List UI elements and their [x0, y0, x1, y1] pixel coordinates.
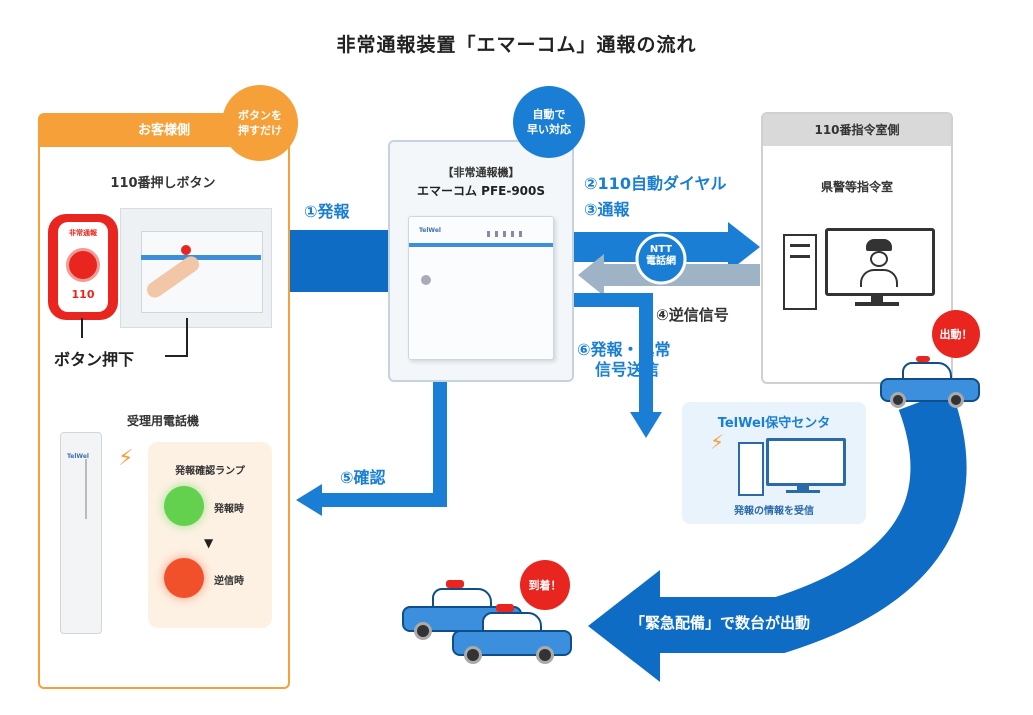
police-header: 110番指令室側: [763, 114, 951, 146]
ringing-icon: ⚡: [118, 446, 134, 471]
phone-device: TelWel: [60, 432, 102, 634]
ntt-circle: [635, 233, 687, 285]
button-title: 110番押しボタン: [110, 176, 216, 191]
step-3-label: ③通報: [584, 200, 630, 219]
arrow-signal: [570, 293, 653, 418]
step-5-label: ⑤確認: [340, 468, 386, 487]
police-car-front-icon: [452, 604, 572, 664]
device-panel-image: TelWel: [408, 216, 554, 360]
button-face-top: 非常通報: [69, 229, 97, 237]
alert-bolt-icon: ⚡: [710, 430, 725, 454]
step-4-label: ④逆信信号: [656, 306, 729, 324]
police-label: 県警等指令室: [820, 180, 893, 194]
arrival-badge: 到着！: [520, 560, 570, 610]
device-card: 【非常通報機】 エマーコム PFE-900S TelWel: [388, 140, 574, 382]
arrival-caption: 「緊急配備」で数台が出動: [630, 614, 811, 632]
arrow-confirm: [318, 378, 447, 507]
press-pointer-lines: [81, 318, 188, 357]
lamp-box: 発報確認ランプ 発報時 ▼ 逆信時: [148, 442, 272, 628]
arrow-dispatch: [650, 390, 967, 653]
red-lamp-icon: [164, 558, 204, 598]
phone-title: 受理用電話機: [126, 414, 199, 428]
down-triangle-icon: ▼: [204, 536, 214, 550]
press-label: ボタン押下: [54, 350, 135, 369]
panel-photo: [120, 208, 272, 328]
center-title: TelWel保守センタ: [717, 416, 831, 431]
device-line2: エマーコム PFE-900S: [416, 184, 546, 198]
monitor-icon: [825, 228, 935, 296]
step-6-label: ⑥発報・異常 信号送信: [577, 340, 671, 379]
emergency-button-device: 非常通報 110: [48, 214, 118, 320]
dispatch-badge: 出動！: [932, 310, 980, 358]
police-car-icon: [880, 356, 980, 408]
red-push-button-icon: [66, 248, 100, 282]
green-lamp-icon: [164, 486, 204, 526]
arrow-report: [286, 230, 391, 292]
device-badge: 自動で 早い対応: [513, 86, 585, 158]
center-monitor-icon: [766, 438, 846, 486]
page-title: 非常通報装置「エマーコム」通報の流れ: [336, 34, 697, 56]
customer-badge: ボタンを 押すだけ: [222, 85, 298, 161]
server-icon: [738, 442, 764, 496]
step-1-label: ①発報: [304, 202, 350, 221]
police-officer-icon: [866, 239, 892, 251]
police-panel: 110番指令室側 県警等指令室: [761, 112, 953, 384]
center-caption: 発報の情報を受信: [734, 506, 814, 517]
pc-tower-icon: [783, 234, 817, 310]
button-face-number: 110: [71, 288, 95, 301]
device-line1: 【非常通報機】: [442, 166, 520, 179]
center-card: TelWel保守センタ ⚡ 発報の情報を受信: [682, 402, 866, 524]
step-2-label: ②110自動ダイヤル: [584, 174, 727, 193]
